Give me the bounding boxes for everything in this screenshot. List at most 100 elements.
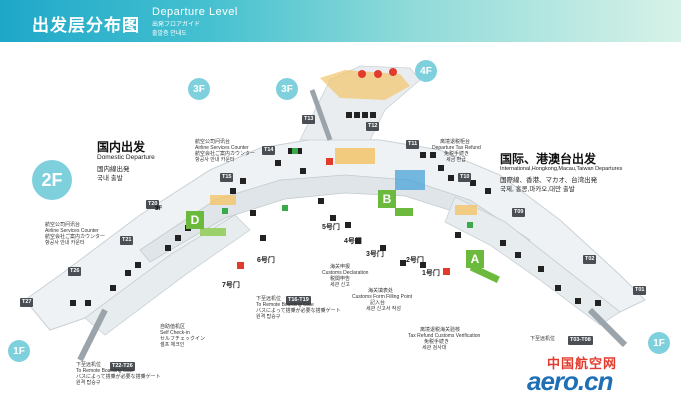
label-remote-gate-mid-en: To Remote Boarding Gate (256, 302, 314, 308)
label-departure-tax-refund-cn: 离境退税柜台 (440, 139, 471, 145)
label-customs-form-cn: 海关填表处 (368, 288, 394, 294)
floor-4f-badge[interactable]: 4F (415, 60, 437, 82)
escalator-right (587, 307, 628, 348)
gate-t03-t08[interactable]: T03-T08 (568, 336, 593, 345)
label-customs-declaration-en: Customs Declaration (322, 270, 369, 276)
airline-logo-2 (374, 70, 382, 78)
label-remote-gate-right: 下至远机位 (530, 336, 556, 342)
gate-t22-t26[interactable]: T22-T26 (110, 362, 135, 371)
label-airline-counter-left-kr: 항공사 안내 카운터 (45, 240, 85, 246)
intl-title-kr: 국제, 홍콩,마카오,대만 출발 (500, 186, 575, 193)
shop-block-1 (335, 148, 375, 164)
left-lower-wing (84, 214, 251, 336)
header-bar: 出发层分布图 Departure Level 出発フロアガイド 출발층 안내도 (0, 0, 681, 42)
door-5[interactable]: 5号门 (322, 224, 340, 231)
door-4[interactable]: 4号门 (344, 238, 362, 245)
floor-1f-right-badge[interactable]: 1F (648, 332, 670, 354)
right-lower-wing (444, 196, 621, 326)
label-customs-form-en: Customs Form Filling Point (352, 294, 413, 300)
gate-t16-t19[interactable]: T16-T19 (286, 296, 311, 305)
label-airline-counter-left-en: Airline Services Counter (45, 228, 99, 234)
door-1[interactable]: 1号门 (422, 270, 440, 277)
label-self-checkin-cn: 自助值机区 (160, 324, 186, 330)
gate-t15[interactable]: T15 (220, 173, 234, 182)
escalator-center (309, 89, 333, 141)
green-marker-icons (222, 148, 473, 228)
airline-logo-1 (358, 70, 366, 78)
label-customs-declaration-kr: 세관 신고 (330, 282, 350, 288)
checkin-counter-b (395, 208, 413, 216)
intl-title-jp: 国際線、香港、マカオ、台湾出発 (500, 177, 598, 184)
domestic-title-kr: 국내 출발 (97, 175, 123, 182)
floor-3f-left-badge[interactable]: 3F (188, 78, 210, 100)
food-court-4f (320, 70, 410, 100)
label-tax-refund-verification-cn: 离境退税海关验核 (420, 327, 461, 333)
label-departure-tax-refund-en: Departure Tax Refund (432, 145, 481, 151)
label-tax-refund-verification-kr: 세관 검사대 (422, 345, 447, 351)
header-title-jp: 出発フロアガイド (152, 22, 201, 28)
gate-t21[interactable]: T21 (120, 236, 134, 245)
label-remote-gate-left-cn: 下至远机位 (76, 362, 102, 368)
zone-d-badge[interactable]: D (186, 211, 204, 229)
floor-3f-center-badge[interactable]: 3F (276, 78, 298, 100)
gate-t12[interactable]: T12 (366, 122, 380, 131)
intl-title-en: International,Hongkong,Macau,Taiwan Depa… (500, 166, 623, 172)
label-airline-counter-top-en: Airline Services Counter (195, 145, 249, 151)
door-7[interactable]: 7号门 (222, 282, 240, 289)
escalator-left (77, 308, 108, 362)
gate-t09[interactable]: T09 (512, 208, 526, 217)
label-remote-gate-mid-cn: 下至远机位 (256, 296, 282, 302)
label-customs-form-kr: 세관 신고서 작성 (366, 306, 401, 312)
zone-b-badge[interactable]: B (378, 190, 396, 208)
airline-logo-3 (389, 68, 397, 76)
gate-t26[interactable]: T26 (68, 267, 82, 276)
watermark-en: aero.cn (527, 366, 613, 396)
gate-t13[interactable]: T13 (302, 115, 316, 124)
label-airline-counter-top-cn: 航空公司问讯台 (195, 139, 231, 145)
label-remote-gate-mid-jp: バスによって搭乗が必要な搭乗ゲート (256, 308, 341, 314)
label-customs-declaration-cn: 海关申报 (330, 264, 351, 270)
door-2[interactable]: 2号门 (406, 257, 424, 264)
header-title-cn: 出发层分布图 (32, 16, 140, 35)
info-marker-3 (443, 268, 450, 275)
header-title-kr: 출발층 안내도 (152, 31, 187, 37)
label-self-checkin-jp: セルフチェックイン (160, 336, 206, 342)
gate-t01[interactable]: T01 (633, 286, 647, 295)
label-customs-form-jp: 記入台 (370, 300, 386, 306)
label-self-checkin-en: Self Check-in (160, 330, 190, 336)
domestic-title-cn: 国内出发 (97, 140, 146, 154)
info-marker-2 (237, 262, 244, 269)
label-airline-counter-top-jp: 航空会社ご案内カウンター (195, 151, 256, 157)
info-marker-1 (326, 158, 333, 165)
label-tax-refund-verification-en: Tax Refund Customs Verification (408, 333, 481, 339)
label-self-checkin-kr: 셀프 체크인 (160, 342, 185, 348)
floor-1f-left-badge[interactable]: 1F (8, 340, 30, 362)
dutyfree-block (395, 170, 425, 190)
intl-title-cn: 国际、港澳台出发 (500, 152, 597, 166)
door-3[interactable]: 3号门 (366, 251, 384, 258)
gate-t14[interactable]: T14 (262, 146, 276, 155)
label-tax-refund-verification-jp: 免税手続き (424, 339, 450, 345)
watermark-cn: 中国航空网 (547, 356, 618, 371)
gate-t02[interactable]: T02 (583, 255, 597, 264)
gate-t10[interactable]: T10 (458, 173, 472, 182)
zone-a-badge[interactable]: A (466, 250, 484, 268)
floor-2f-badge[interactable]: 2F (32, 160, 72, 200)
checkin-counter-a (469, 263, 500, 283)
label-remote-gate-left-jp: バスによって搭乗が必要な搭乗ゲート (76, 374, 161, 380)
label-remote-gate-left-kr: 원격 탑승구 (76, 380, 101, 386)
header-title-en: Departure Level (152, 6, 238, 18)
gate-t11[interactable]: T11 (406, 140, 420, 149)
label-departure-tax-refund-kr: 세금 환급 (446, 157, 466, 163)
label-airline-counter-top-kr: 항공사 안내 카운터 (195, 157, 235, 163)
label-airline-counter-left-jp: 航空会社ご案内カウンター (45, 234, 106, 240)
label-customs-declaration-jp: 税関申告 (330, 276, 351, 282)
domestic-title-en: Domestic Departure (97, 154, 155, 161)
gate-t27[interactable]: T27 (20, 298, 34, 307)
domestic-title-jp: 国内線出発 (97, 166, 130, 173)
door-6[interactable]: 6号门 (257, 257, 275, 264)
gate-t20[interactable]: T20 (146, 200, 160, 209)
floor-3f-small-label: 3F (155, 206, 163, 212)
